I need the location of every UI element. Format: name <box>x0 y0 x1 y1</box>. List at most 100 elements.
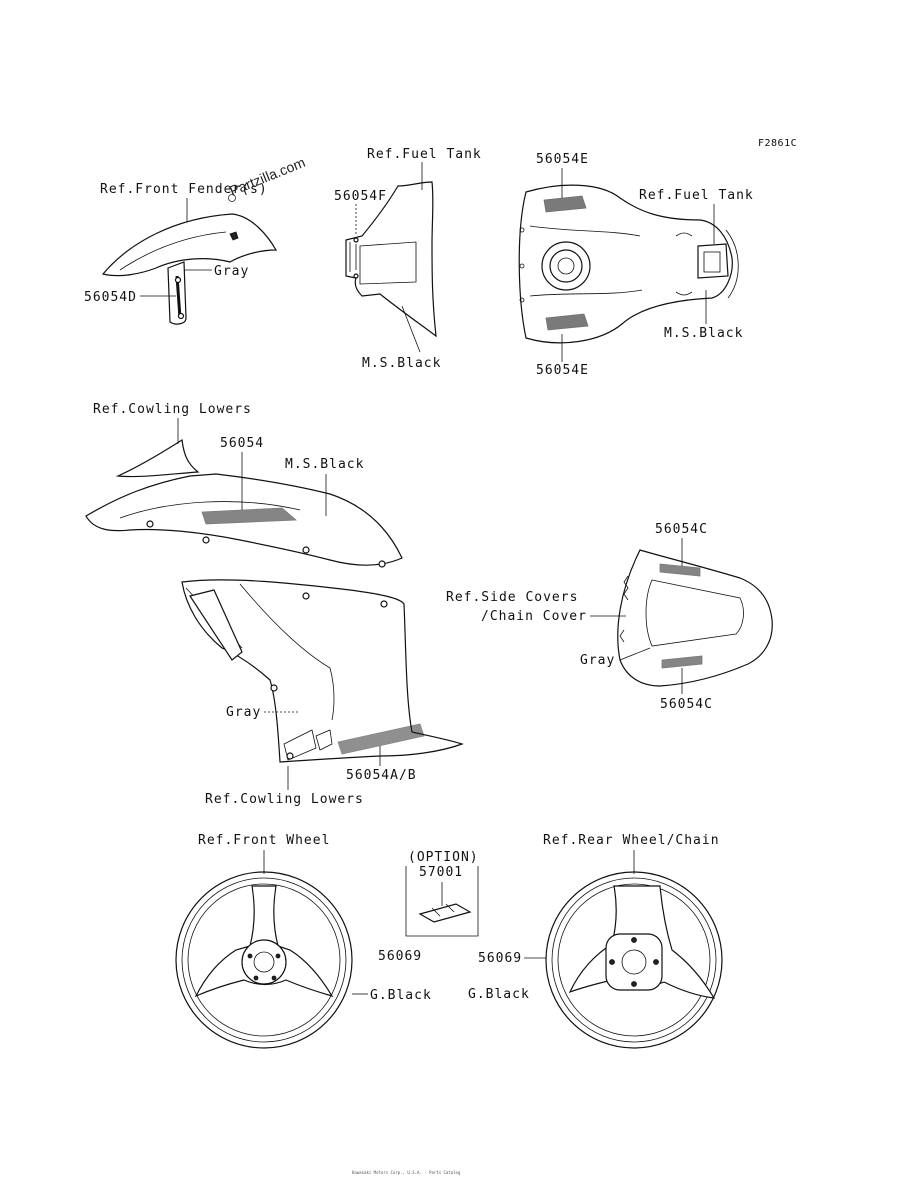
option-part-detail <box>431 903 455 917</box>
front-wheel-group <box>175 871 353 1049</box>
fender-emblem <box>229 231 239 241</box>
label-56054C-top: 56054C <box>655 522 708 537</box>
label-56069-rear: 56069 <box>478 951 522 966</box>
tank-rear-bracket <box>697 243 729 279</box>
tank-front-cover-window <box>359 241 417 285</box>
label-ms-black-2: M.S.Black <box>664 326 743 341</box>
leader-ms-black-1 <box>401 305 421 353</box>
label-ref-fuel-tank-1: Ref.Fuel Tank <box>367 147 482 162</box>
label-56054E-bottom: 56054E <box>536 363 589 378</box>
fuel-cap-center <box>557 257 575 275</box>
lower-cowl-fold-line <box>239 583 335 721</box>
seat-cowl-group <box>617 549 773 687</box>
label-ms-black-3: M.S.Black <box>285 457 364 472</box>
leader-gray-side <box>619 647 651 661</box>
label-chain-cover: /Chain Cover <box>481 609 587 624</box>
tank-side-clips <box>675 232 693 296</box>
lower-cowl-bolt-4 <box>286 752 294 760</box>
label-gray-side: Gray <box>580 653 615 668</box>
lower-cowl-bolt-3 <box>270 684 278 692</box>
rear-wheel-hub-center <box>621 949 647 975</box>
tank-contour-lines <box>529 225 643 297</box>
tank-cover-bolt-1 <box>353 237 359 243</box>
fuel-tank-top-shape <box>518 184 733 344</box>
tank-bolt-c <box>519 297 525 303</box>
seat-cowl-decal-bottom <box>661 655 703 669</box>
tank-decal-ninja-bottom <box>545 313 589 331</box>
front-fender-group <box>101 213 278 325</box>
tank-cover-bolt-2 <box>353 273 359 279</box>
label-gray-cowl: Gray <box>226 705 261 720</box>
front-hub-bolt-1 <box>247 953 253 959</box>
label-ref-fuel-tank-2: Ref.Fuel Tank <box>639 188 754 203</box>
label-gray-fender: Gray <box>214 264 249 279</box>
cowl-bolt-4 <box>378 560 386 568</box>
label-56069-front: 56069 <box>378 949 422 964</box>
label-ref-front-fender: Ref.Front Fender(s) <box>100 182 268 197</box>
lower-cowl-kawasaki-decal <box>337 723 425 755</box>
cowl-bolt-2 <box>202 536 210 544</box>
figure-id: F2861C <box>758 138 797 149</box>
footer-text: Kawasaki Motors Corp., U.S.A. · Parts Ca… <box>352 1170 461 1175</box>
front-hub-bolt-2 <box>275 953 281 959</box>
rear-hub-bolt-3 <box>653 959 659 965</box>
tank-rear-bracket-slot <box>703 251 721 273</box>
front-hub-bolt-3 <box>253 975 259 981</box>
tank-decal-ninja-top <box>543 195 587 213</box>
label-g-black-rear: G.Black <box>468 987 530 1002</box>
lower-cowl-bolt-2 <box>380 600 388 608</box>
label-ref-cowling-lowers-1: Ref.Cowling Lowers <box>93 402 252 417</box>
seat-cowl-decal-top <box>659 563 701 577</box>
front-wheel-hub <box>241 939 287 985</box>
label-ref-rear-wheel: Ref.Rear Wheel/Chain <box>543 833 720 848</box>
upper-cowl-line <box>119 501 301 519</box>
tank-front-cover-ribs <box>349 242 357 272</box>
tank-bolt-a <box>519 227 525 233</box>
label-option: (OPTION) <box>408 850 479 865</box>
lower-cowl-bolt-1 <box>302 592 310 600</box>
fender-bolt-bottom <box>177 312 185 320</box>
fender-bolt-top <box>174 276 182 284</box>
label-56054D: 56054D <box>84 290 137 305</box>
label-ref-cowling-lowers-2: Ref.Cowling Lowers <box>205 792 364 807</box>
rear-hub-bolt-2 <box>609 959 615 965</box>
front-wheel-stripe <box>181 877 347 1043</box>
tank-bolt-b <box>519 263 525 269</box>
front-wheel-hub-center <box>253 951 275 973</box>
label-ref-side-covers: Ref.Side Covers <box>446 590 578 605</box>
tank-front-cover-group <box>345 181 437 338</box>
rear-wheel-sprocket-hub <box>605 933 663 991</box>
cowl-decal-56054 <box>201 507 298 525</box>
upper-cowl-group <box>85 438 403 568</box>
label-56054AB: 56054A/B <box>346 768 417 783</box>
option-kit-group <box>405 866 479 937</box>
watermark-circle-icon <box>228 194 236 202</box>
lower-cowl-shape <box>181 579 464 763</box>
lower-cowl-bracket <box>189 589 243 661</box>
rear-hub-bolt-1 <box>631 937 637 943</box>
upper-cowl-fin <box>115 438 200 478</box>
cowl-bolt-3 <box>302 546 310 554</box>
seat-cowl-edge <box>619 575 629 643</box>
label-ref-front-wheel: Ref.Front Wheel <box>198 833 330 848</box>
cowl-bolt-1 <box>146 520 154 528</box>
label-ms-black-1: M.S.Black <box>362 356 441 371</box>
rear-hub-bolt-4 <box>631 981 637 987</box>
rear-wheel-rim-inner <box>557 883 711 1037</box>
option-part-shape <box>418 903 472 923</box>
label-56054: 56054 <box>220 436 264 451</box>
front-fender-shape <box>101 213 278 277</box>
fuel-tank-top-group <box>518 184 739 344</box>
seat-cowl-shape <box>617 549 773 687</box>
front-wheel-rim-inner <box>187 883 341 1037</box>
rear-wheel-stripe <box>551 877 717 1043</box>
label-g-black-front: G.Black <box>370 988 432 1003</box>
option-bracket-frame <box>405 866 479 937</box>
tank-side-arc <box>725 229 739 299</box>
lower-cowl-group <box>181 579 464 763</box>
tank-front-cover-shape <box>345 181 437 338</box>
label-57001: 57001 <box>419 865 463 880</box>
label-56054E-top: 56054E <box>536 152 589 167</box>
rear-wheel-group <box>545 871 723 1049</box>
front-hub-bolt-4 <box>271 975 277 981</box>
